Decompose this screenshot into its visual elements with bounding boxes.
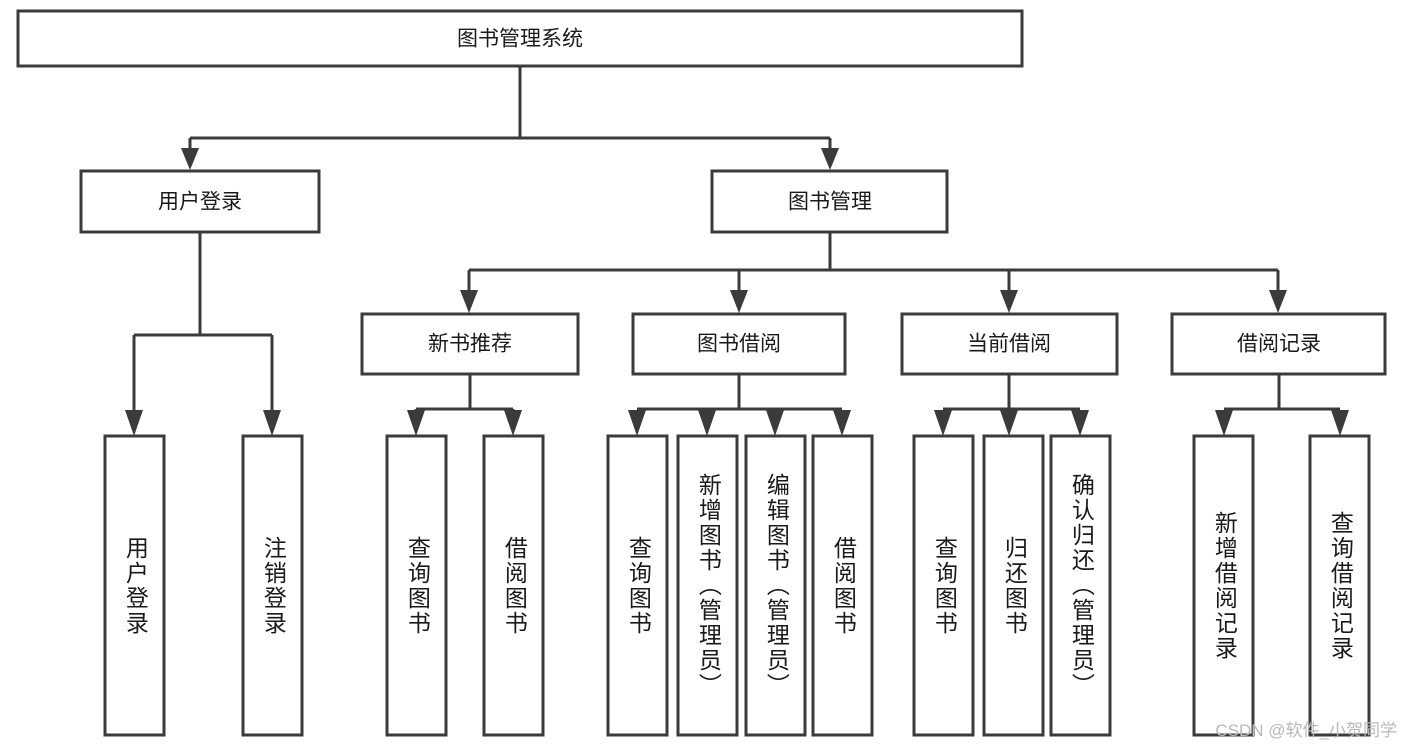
user-login-box bbox=[79, 169, 321, 234]
leaf-label-query-book-3: 查询图书 bbox=[931, 535, 958, 636]
leaf-box-borrow-book-1[interactable] bbox=[482, 434, 545, 737]
leaf-label-user-login: 用户登录 bbox=[122, 535, 149, 636]
leaf-box-query-book-1[interactable] bbox=[385, 434, 448, 737]
book-borrow-box bbox=[631, 312, 847, 376]
leaf-box-logout[interactable] bbox=[241, 434, 304, 737]
arrow-head-book-borrow bbox=[730, 290, 748, 313]
arrow-head-new-book-rec bbox=[460, 290, 478, 313]
leaf-box-query-book-3[interactable] bbox=[912, 434, 975, 737]
leaf-label-borrow-book-1: 借阅图书 bbox=[501, 535, 528, 636]
node-user-login[interactable]: 用户登录 bbox=[79, 169, 321, 234]
node-current-borrow[interactable]: 当前借阅 bbox=[900, 312, 1119, 376]
leaf-label-query-book-1: 查询图书 bbox=[404, 535, 431, 636]
book-manage-label: 图书管理 bbox=[788, 191, 872, 214]
arrow-head-leaf-add-record bbox=[1215, 410, 1233, 436]
root-label: 图书管理系统 bbox=[457, 28, 583, 51]
leaf-label-add-record: 新增借阅记录 bbox=[1211, 510, 1238, 661]
arrow-head-leaf-borrow-book-2 bbox=[833, 410, 851, 436]
connector-book-borrow-to-leaves bbox=[628, 374, 851, 436]
leaf-box-user-login[interactable] bbox=[103, 434, 166, 737]
arrow-head-leaf-query-record bbox=[1331, 410, 1349, 436]
arrow-head-leaf-logout bbox=[263, 410, 281, 436]
node-book-borrow[interactable]: 图书借阅 bbox=[631, 312, 847, 376]
book-manage-box bbox=[710, 169, 949, 234]
arrow-head-leaf-user-login bbox=[125, 410, 143, 436]
leaf-label-logout: 注销登录 bbox=[260, 535, 287, 636]
borrow-record-label: 借阅记录 bbox=[1237, 333, 1321, 356]
leaf-box-query-record[interactable] bbox=[1308, 434, 1371, 737]
arrow-head-leaf-query-book-2 bbox=[628, 410, 646, 436]
leaf-box-edit-book[interactable] bbox=[744, 434, 807, 737]
leaf-label-add-book: 新增图书（管理员） bbox=[695, 473, 722, 698]
new-book-rec-label: 新书推荐 bbox=[428, 333, 512, 356]
leaf-boxes bbox=[103, 434, 1371, 737]
borrow-record-box bbox=[1170, 312, 1387, 376]
arrow-head-leaf-edit-book bbox=[766, 410, 784, 436]
arrow-head-leaf-borrow-book-1 bbox=[504, 410, 522, 436]
arrow-head-user-login bbox=[181, 148, 199, 170]
current-borrow-label: 当前借阅 bbox=[967, 333, 1051, 356]
leaf-label-query-record: 查询借阅记录 bbox=[1327, 510, 1354, 661]
connector-current-borrow-to-leaves bbox=[934, 374, 1089, 436]
new-book-rec-box bbox=[360, 312, 580, 376]
arrow-head-book-manage bbox=[821, 148, 839, 170]
leaf-label-confirm-return: 确认归还（管理员） bbox=[1068, 473, 1095, 698]
arrow-head-current-borrow bbox=[1000, 290, 1018, 313]
arrow-head-borrow-record bbox=[1269, 290, 1287, 313]
arrow-head-leaf-confirm-return bbox=[1071, 410, 1089, 436]
leaf-label-query-book-2: 查询图书 bbox=[625, 535, 652, 636]
arrow-head-leaf-add-book bbox=[698, 410, 716, 436]
connector-user-login-to-leaves bbox=[125, 232, 281, 436]
arrow-head-leaf-return-book bbox=[1000, 410, 1018, 436]
leaf-box-confirm-return[interactable] bbox=[1049, 434, 1112, 737]
arrow-head-leaf-query-book-3 bbox=[934, 410, 952, 436]
connector-borrow-record-to-leaves bbox=[1215, 374, 1349, 436]
leaf-label-borrow-book-2: 借阅图书 bbox=[830, 535, 857, 636]
connector-book-manage-to-level3 bbox=[460, 232, 1287, 313]
leaf-box-add-record[interactable] bbox=[1192, 434, 1255, 737]
book-borrow-label: 图书借阅 bbox=[697, 333, 781, 356]
leaf-box-return-book[interactable] bbox=[982, 434, 1045, 737]
node-root[interactable]: 图书管理系统 bbox=[16, 9, 1024, 68]
node-book-manage[interactable]: 图书管理 bbox=[710, 169, 949, 234]
node-new-book-rec[interactable]: 新书推荐 bbox=[360, 312, 580, 376]
leaf-label-edit-book: 编辑图书（管理员） bbox=[763, 473, 790, 698]
leaf-label-return-book: 归还图书 bbox=[1001, 535, 1028, 636]
root-box bbox=[16, 9, 1024, 68]
connector-new-book-rec-to-leaves bbox=[407, 374, 522, 436]
arrow-head-leaf-query-book-1 bbox=[407, 410, 425, 436]
leaf-box-query-book-2[interactable] bbox=[606, 434, 669, 737]
csdn-watermark: CSDN @软件_小贺同学 bbox=[1215, 721, 1397, 740]
connector-root-to-level2 bbox=[181, 66, 839, 170]
leaf-box-add-book[interactable] bbox=[676, 434, 739, 737]
user-login-label: 用户登录 bbox=[158, 191, 242, 214]
leaf-box-borrow-book-2[interactable] bbox=[811, 434, 874, 737]
node-borrow-record[interactable]: 借阅记录 bbox=[1170, 312, 1387, 376]
